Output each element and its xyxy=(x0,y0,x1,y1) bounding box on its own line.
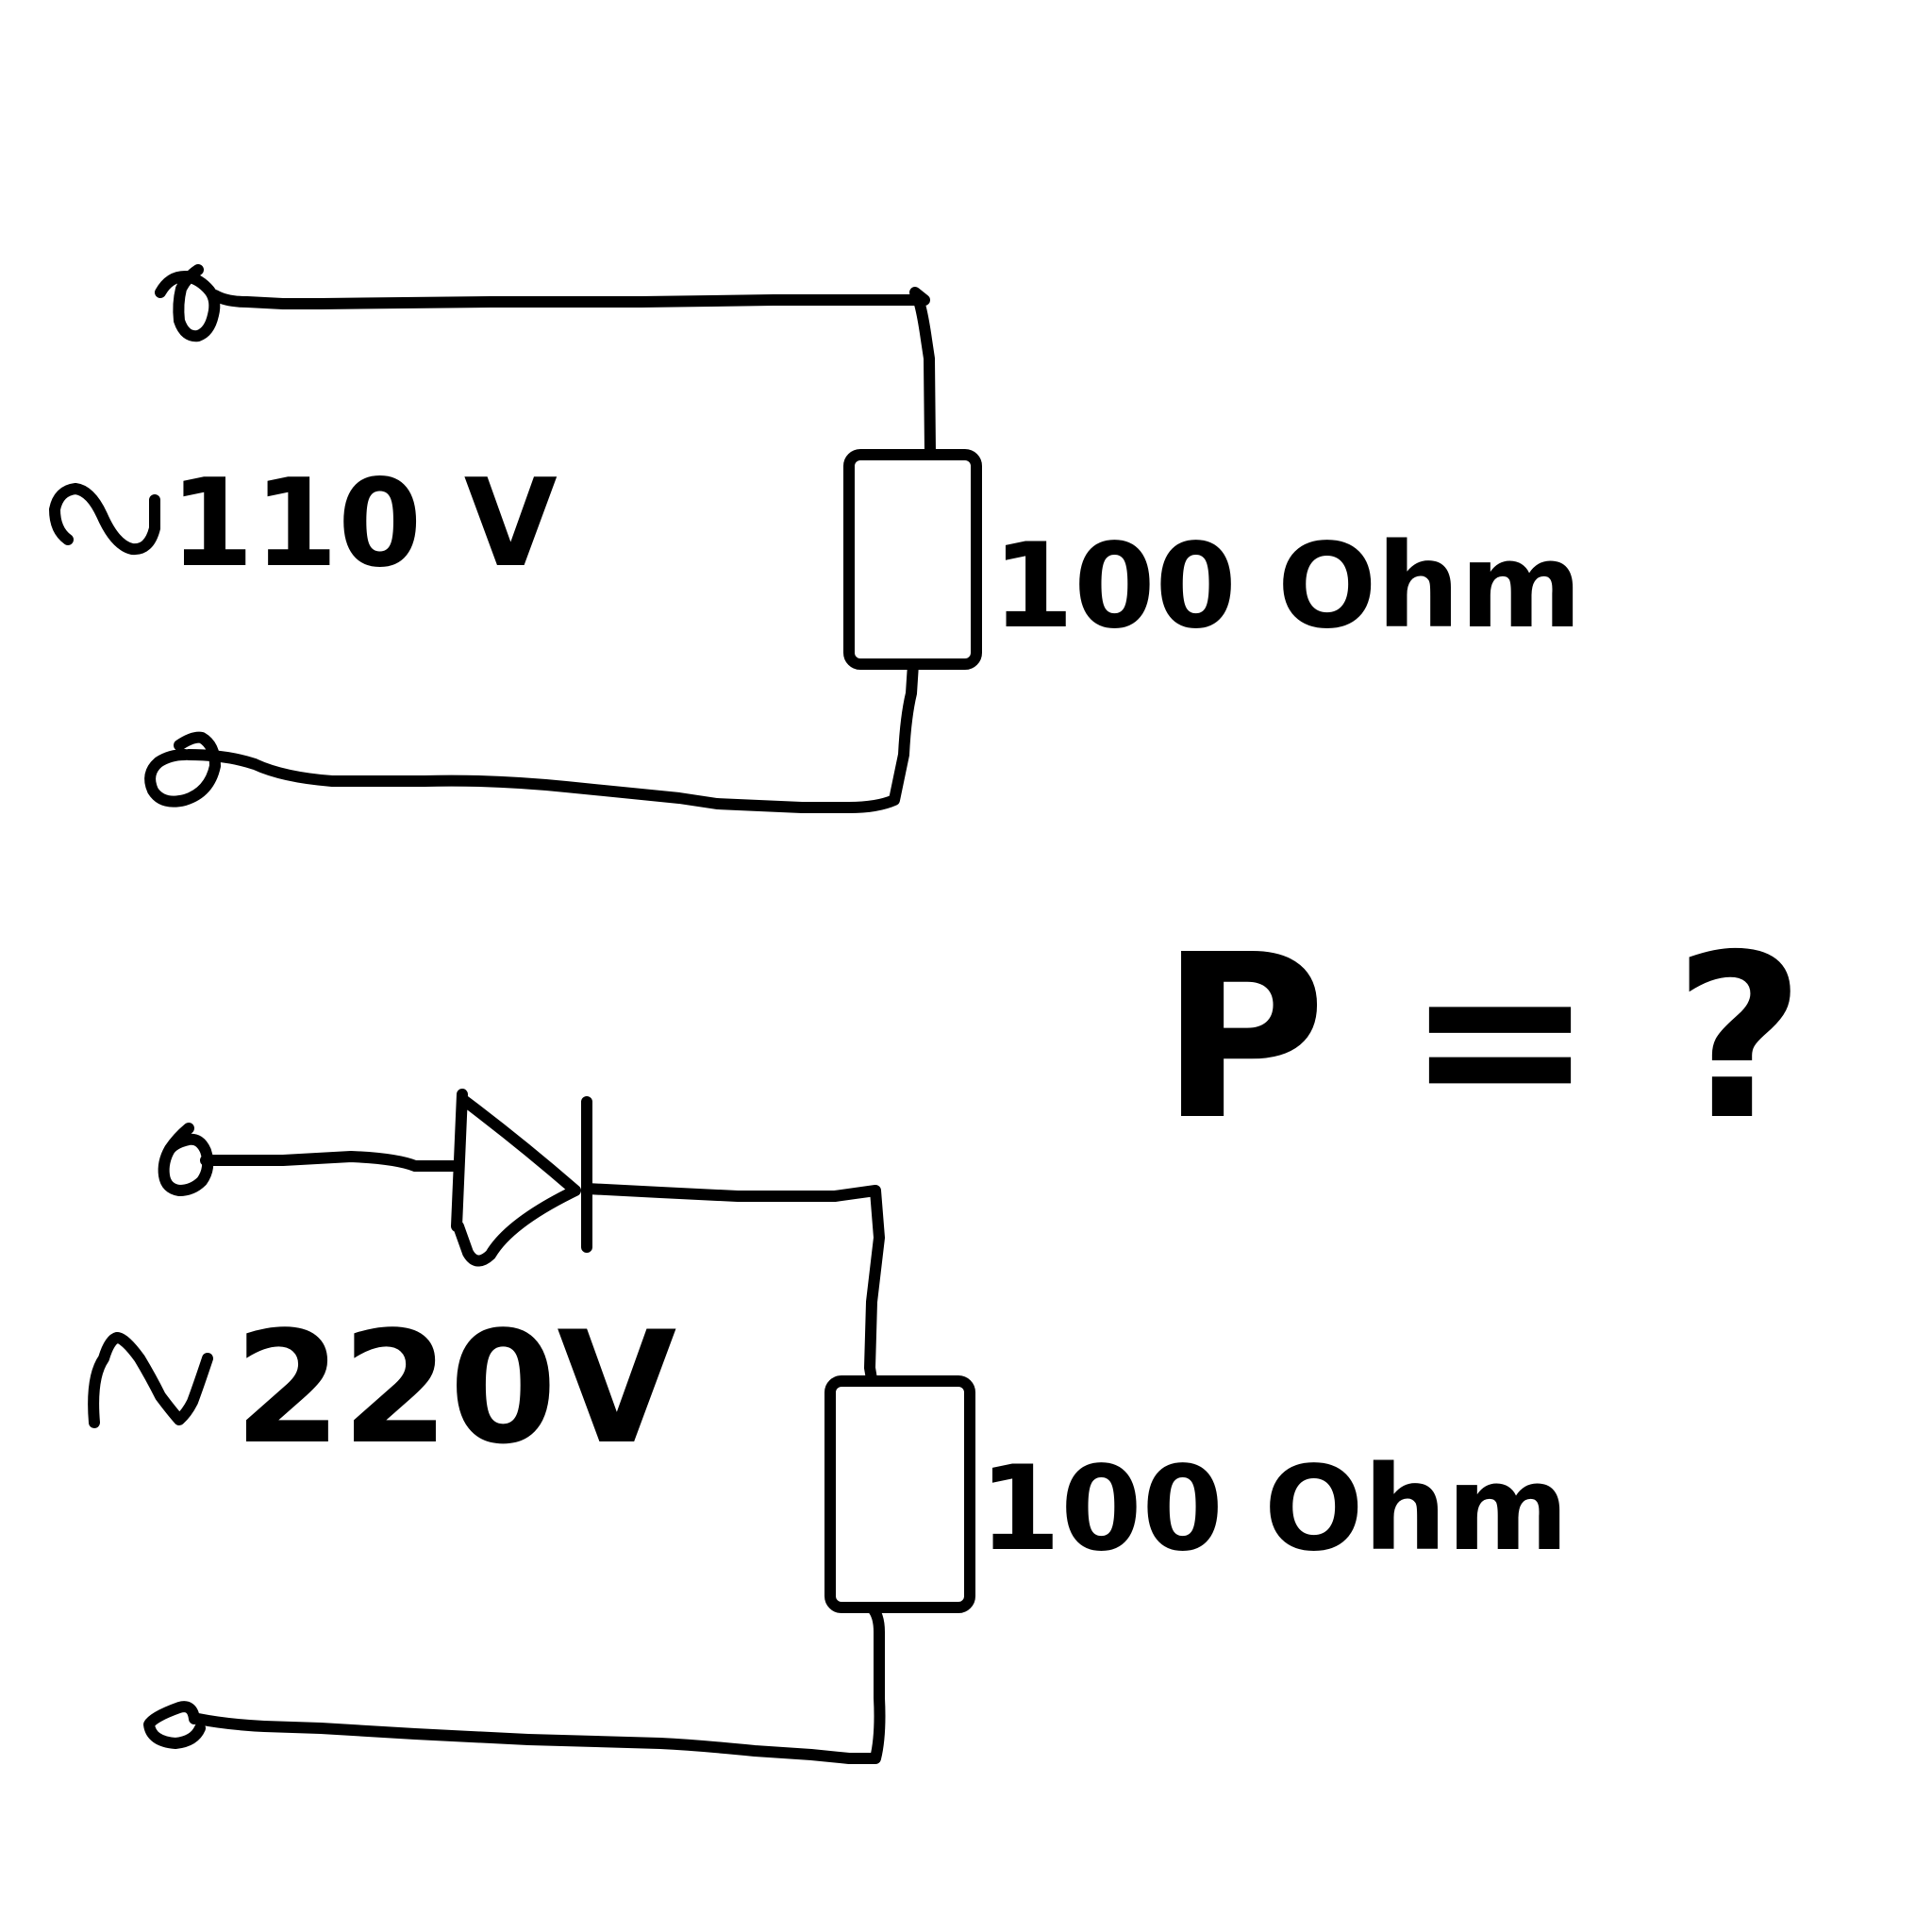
bottom-terminal-lower-icon xyxy=(143,1701,206,1749)
top-wire-upper xyxy=(209,287,936,458)
top-resistor-label: 100 Ohm xyxy=(992,519,1582,655)
bottom-wire-lower xyxy=(192,1602,886,1764)
bottom-wire-to-diode xyxy=(200,1151,463,1172)
top-source-voltage-label: 110 V xyxy=(170,454,558,594)
power-question-label: P = ? xyxy=(1160,906,1806,1170)
top-terminal-lower-icon xyxy=(144,731,221,808)
bottom-wire-from-diode xyxy=(581,1183,885,1385)
bottom-resistor-label: 100 Ohm xyxy=(979,1441,1569,1577)
bottom-resistor-icon xyxy=(824,1375,975,1613)
bottom-circuit xyxy=(88,1089,975,1764)
top-circuit xyxy=(49,264,982,813)
bottom-terminal-upper-icon xyxy=(158,1123,214,1196)
bottom-ac-symbol-icon xyxy=(88,1332,213,1428)
diode-icon xyxy=(451,1089,592,1267)
top-terminal-upper-icon xyxy=(155,264,221,342)
top-ac-symbol-icon xyxy=(49,483,160,556)
bottom-source-voltage-label: 220V xyxy=(234,1298,677,1478)
top-wire-lower xyxy=(183,658,919,813)
top-resistor-icon xyxy=(843,449,982,670)
